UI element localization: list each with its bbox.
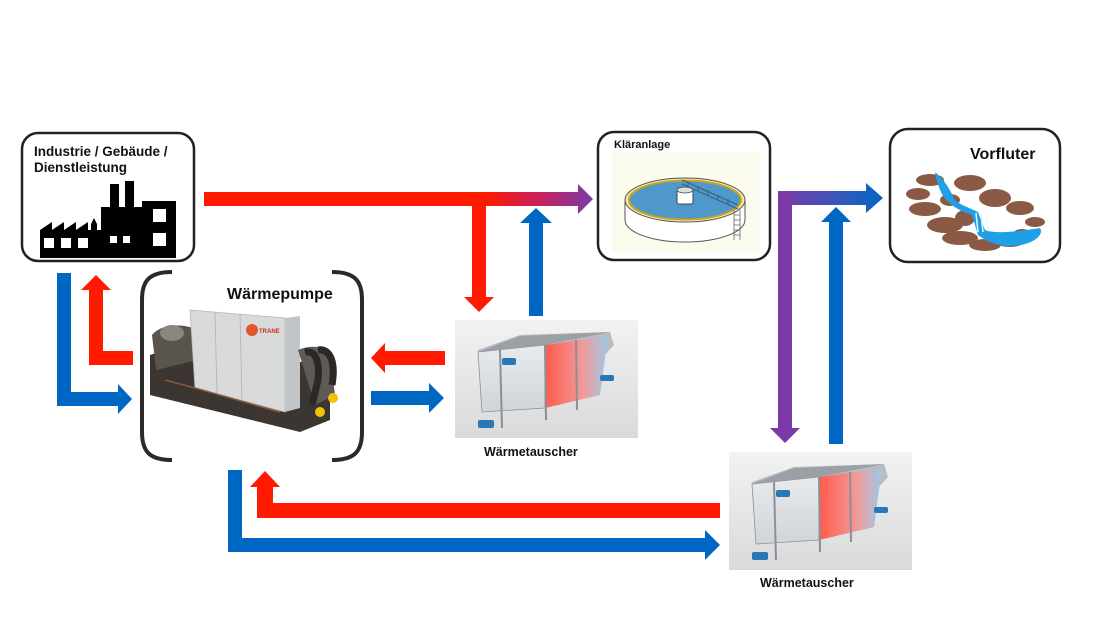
heat-exchanger-icon: [477, 332, 614, 429]
flow-arrow-cold-heat-pump-to-heat-exchanger-2: [228, 470, 720, 560]
right-bracket: [331, 270, 364, 462]
heat-exchanger-2-node: Wärmetauscher: [729, 452, 912, 590]
industry-label-line1: Industrie / Gebäude /: [34, 144, 168, 159]
left-bracket: [140, 270, 173, 462]
flow-arrow-cold-heat-pump-to-heat-exchanger-1: [371, 383, 444, 413]
industry-node: Industrie / Gebäude / Dienstleistung: [20, 131, 196, 263]
heat-exchanger-2-label: Wärmetauscher: [760, 576, 854, 590]
heat-pump-brand: TRANE: [259, 329, 280, 335]
flow-arrow-treatment-to-receiving-water: [778, 183, 883, 213]
clarifier-tank-icon: [624, 177, 746, 243]
flow-arrow-mixed-to-heat-exchanger-2: [770, 191, 800, 443]
treatment-plant-node: Kläranlage: [596, 130, 772, 262]
heat-exchanger-icon: [751, 464, 888, 561]
flow-arrow-cold-industry-to-heat-pump: [57, 273, 132, 414]
heat-exchanger-1-node: Wärmetauscher: [455, 320, 638, 459]
flow-arrow-industry-to-treatment: [204, 184, 593, 214]
flow-arrow-hot-to-heat-exchanger-1: [464, 206, 494, 312]
heat-pump-unit-icon: TRANE: [150, 309, 338, 432]
heat-pump-label: Wärmepumpe: [227, 286, 333, 303]
flow-arrow-cold-from-heat-exchanger-1: [520, 208, 552, 316]
flow-arrow-hot-heat-exchanger-1-to-heat-pump: [371, 343, 445, 373]
factory-icon: [40, 181, 176, 258]
receiving-water-node: Vorfluter: [888, 127, 1062, 264]
receiving-water-label: Vorfluter: [970, 146, 1035, 163]
treatment-plant-label: Kläranlage: [614, 139, 670, 151]
heat-exchanger-1-label: Wärmetauscher: [484, 445, 578, 459]
industry-label-line2: Dienstleistung: [34, 160, 127, 175]
flow-arrow-hot-heat-exchanger-2-to-heat-pump: [250, 471, 720, 518]
river-waterfall-icon: [906, 172, 1045, 251]
flow-arrow-cold-from-heat-exchanger-2: [821, 207, 851, 444]
heat-pump-node: Wärmepumpe TRANE: [140, 270, 364, 462]
flow-arrow-hot-heat-pump-to-industry: [81, 275, 133, 365]
